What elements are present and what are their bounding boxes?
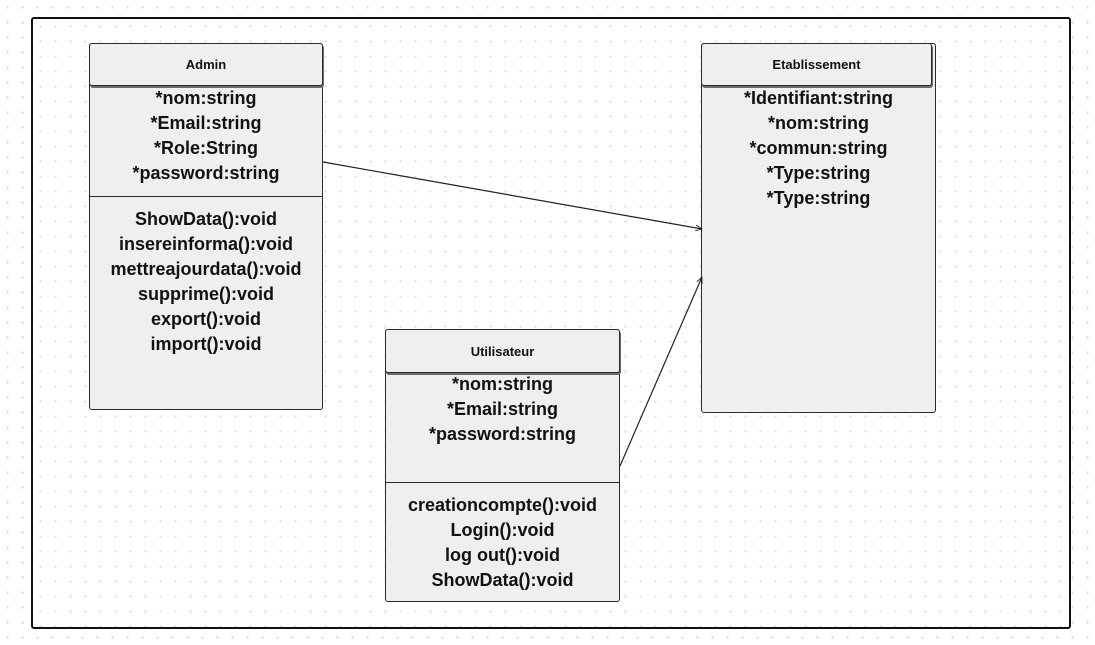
- attribute: *nom:string: [155, 88, 257, 108]
- class-admin-name: Admin: [185, 57, 227, 72]
- class-etablissement-name: Etablissement: [772, 57, 861, 72]
- attribute: *nom:string: [452, 374, 553, 394]
- operation: log out():void: [445, 545, 560, 565]
- operation: import():void: [150, 334, 262, 354]
- class-utilisateur-operations: creationcompte():void Login():void log o…: [386, 493, 619, 593]
- operation: creationcompte():void: [407, 495, 598, 515]
- operation: ShowData():void: [135, 209, 277, 229]
- association-admin-etablissement[interactable]: [322, 161, 702, 229]
- attribute: *Type:string: [766, 188, 871, 208]
- operation: ShowData():void: [431, 570, 574, 590]
- attribute: *password:string: [428, 424, 577, 444]
- attribute: *Role:String: [153, 138, 258, 158]
- class-etablissement-attributes: *Identifiant:string *nom:string *commun:…: [702, 86, 935, 211]
- class-utilisateur[interactable]: Utilisateur *nom:string *Email:string *p…: [385, 329, 620, 602]
- operation: export():void: [151, 309, 261, 329]
- association-utilisateur-etablissement[interactable]: [619, 277, 703, 467]
- attribute: *Email:string: [150, 113, 262, 133]
- attribute: *Email:string: [446, 399, 559, 419]
- operation: Login():void: [450, 520, 555, 540]
- attribute: *password:string: [132, 163, 280, 183]
- class-admin-operations: ShowData():void insereinforma():void met…: [90, 207, 322, 357]
- attribute: *Identifiant:string: [744, 88, 893, 108]
- attribute: *nom:string: [768, 113, 869, 133]
- class-utilisateur-header: Utilisateur: [385, 329, 620, 373]
- class-utilisateur-attributes: *nom:string *Email:string *password:stri…: [386, 372, 619, 447]
- attribute: *Type:string: [766, 163, 871, 183]
- class-admin-attributes: *nom:string *Email:string *Role:String *…: [90, 86, 322, 186]
- class-admin[interactable]: Admin *nom:string *Email:string *Role:St…: [89, 43, 323, 410]
- class-admin-header: Admin: [89, 43, 323, 86]
- operation: supprime():void: [137, 284, 274, 304]
- operation: insereinforma():void: [118, 234, 294, 254]
- operation: mettreajourdata():void: [110, 259, 302, 279]
- attribute: *commun:string: [749, 138, 888, 158]
- class-utilisateur-separator: [386, 482, 619, 483]
- class-etablissement-header: Etablissement: [701, 43, 932, 86]
- class-admin-separator: [90, 196, 322, 197]
- class-utilisateur-name: Utilisateur: [470, 343, 535, 359]
